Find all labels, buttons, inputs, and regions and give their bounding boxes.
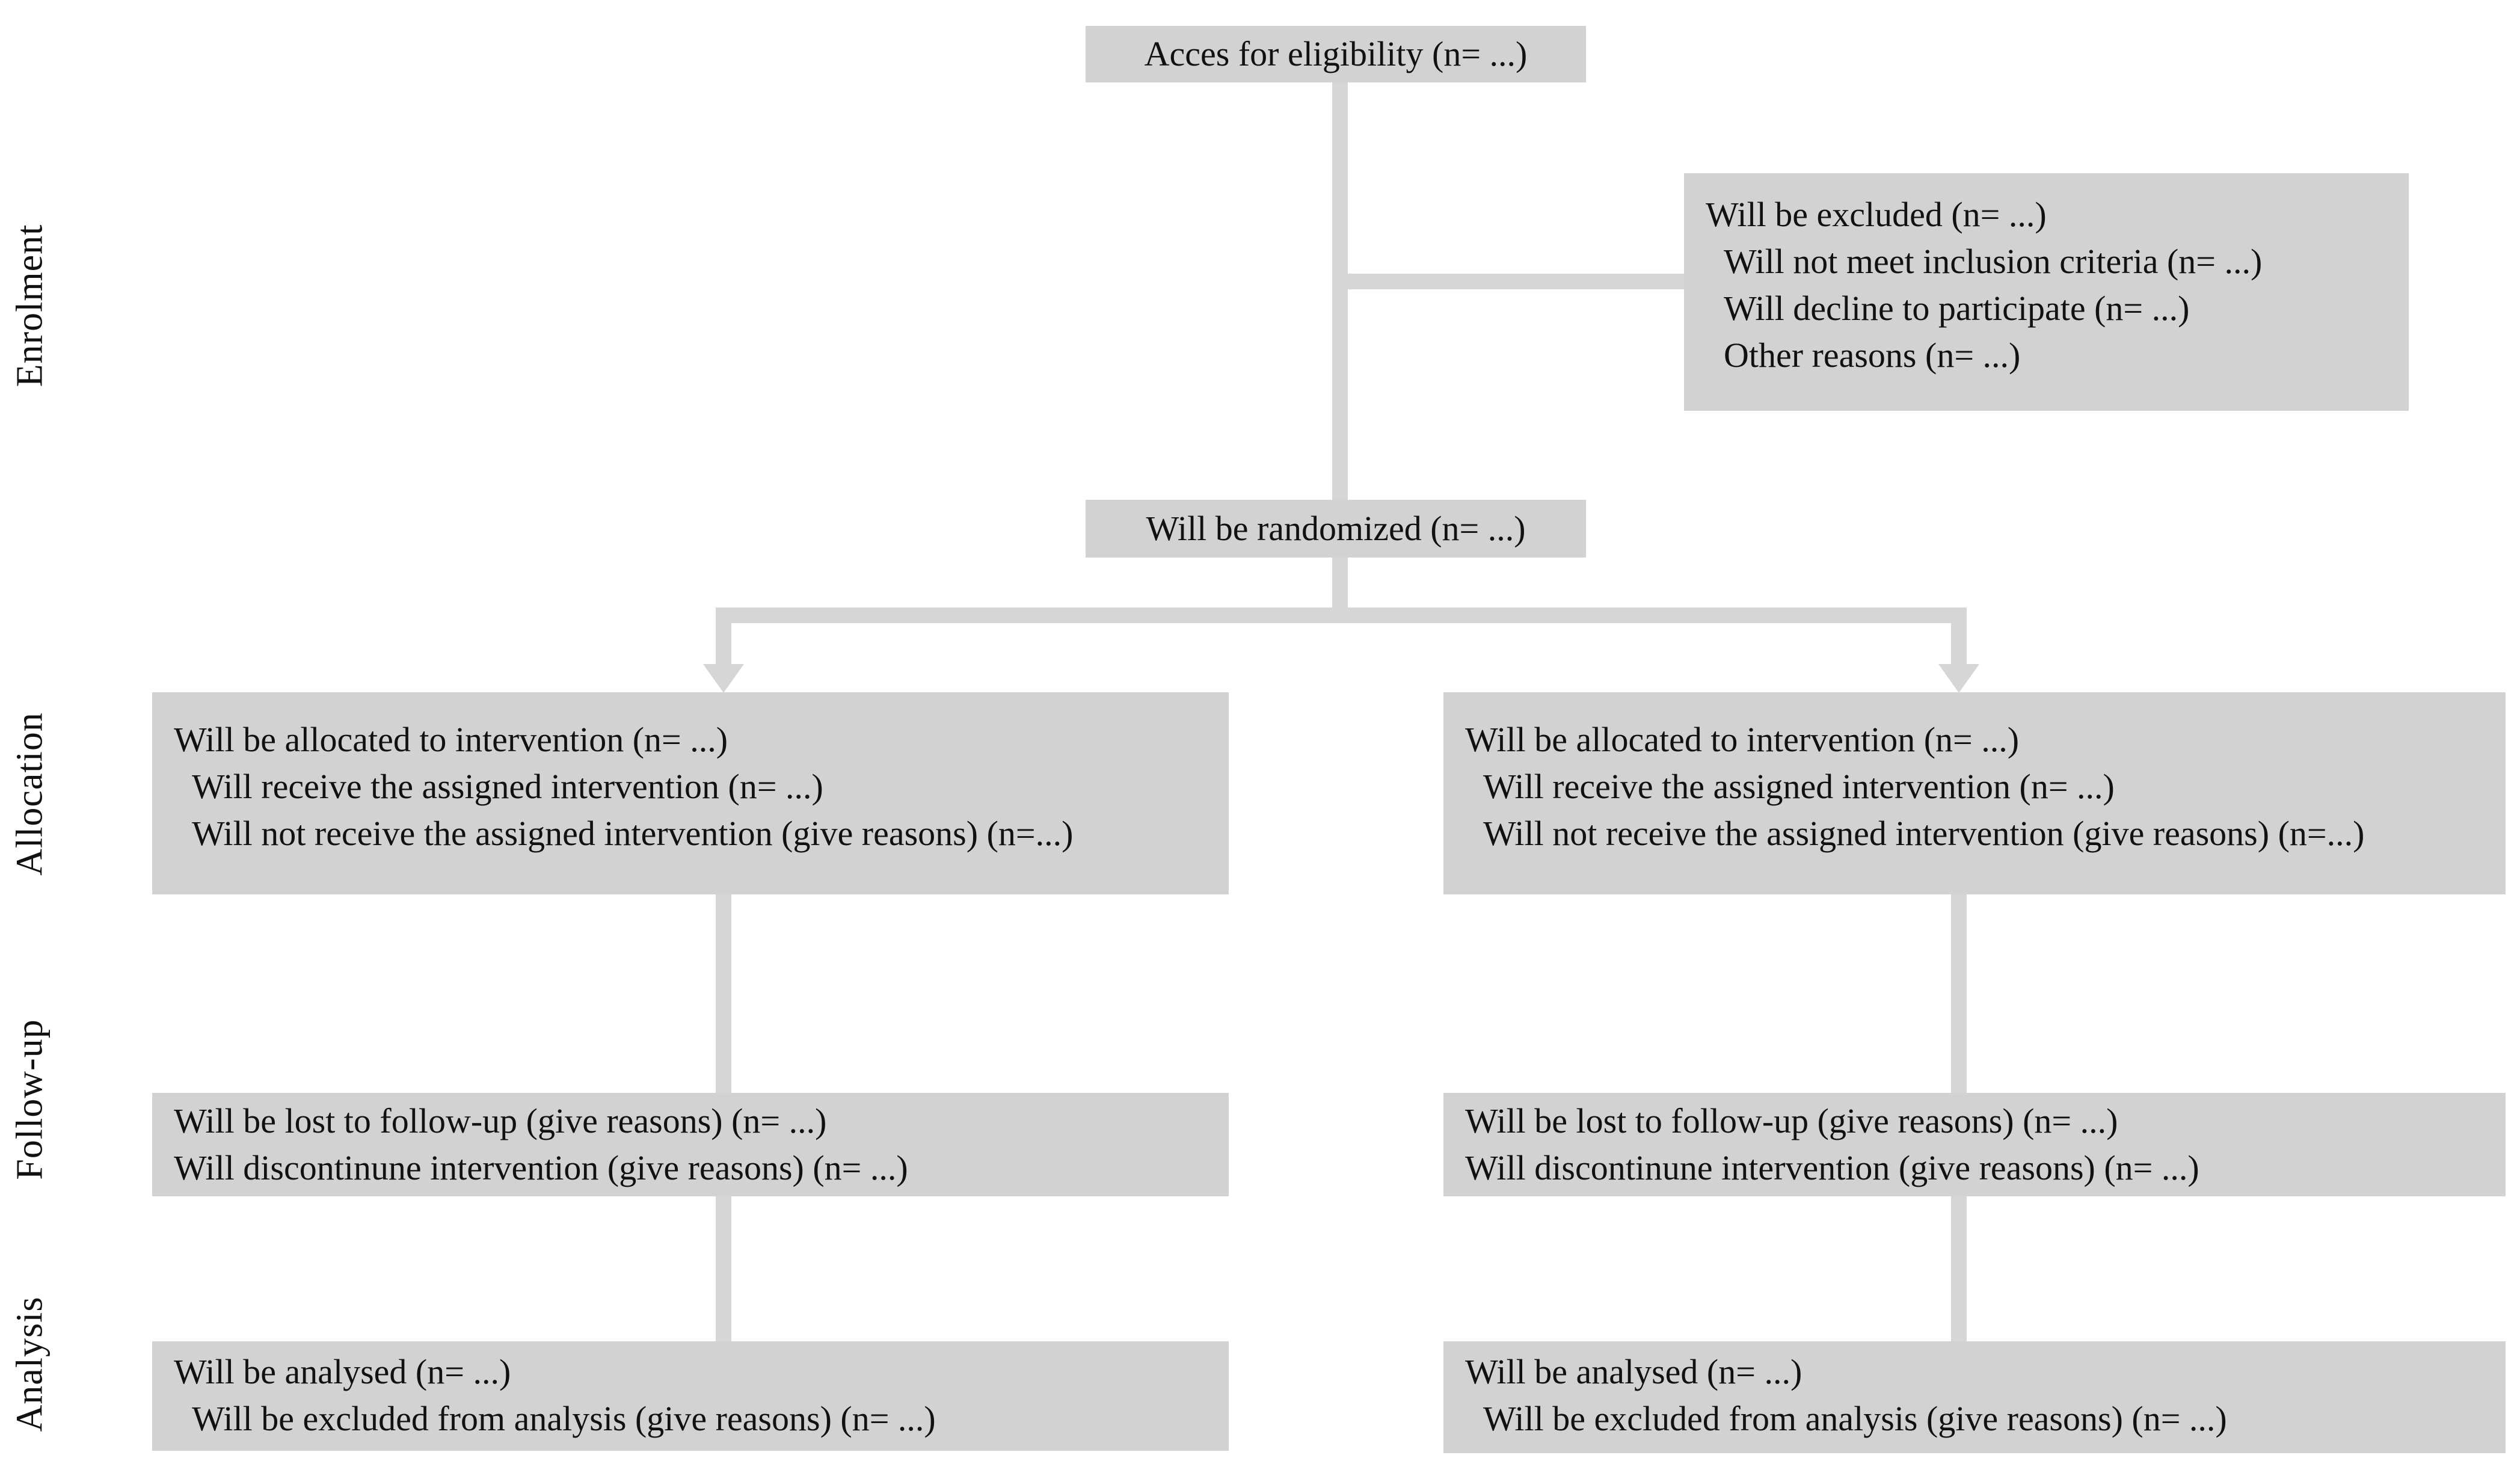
assess-eligibility-box: Acces for eligibility (n= ...) <box>1086 26 1586 82</box>
connector-followup-to-analysis-right <box>1951 1196 1967 1341</box>
allocation-left-line-2: Will receive the assigned intervention (… <box>192 767 823 806</box>
assess-eligibility-text: Acces for eligibility (n= ...) <box>1144 34 1528 73</box>
allocation-right-line-2: Will receive the assigned intervention (… <box>1483 767 2115 806</box>
analysis-left-line-2: Will be excluded from analysis (give rea… <box>192 1399 936 1438</box>
connector-followup-to-analysis-left <box>716 1196 731 1341</box>
followup-right-line-1: Will be lost to follow-up (give reasons)… <box>1465 1101 2118 1140</box>
connector-assess-to-randomized <box>1332 82 1348 500</box>
connector-allocation-to-followup-left <box>716 894 731 1093</box>
allocation-left-box: Will be allocated to intervention (n= ..… <box>152 692 1229 894</box>
analysis-right-box: Will be analysed (n= ...) Will be exclud… <box>1443 1341 2506 1453</box>
excluded-line-3: Will decline to participate (n= ...) <box>1724 289 2190 328</box>
connector-split-left-arm <box>716 607 731 668</box>
stage-label-enrolment: Enrolment <box>9 224 51 387</box>
stage-label-followup: Follow-up <box>9 1019 51 1180</box>
allocation-left-line-3: Will not receive the assigned interventi… <box>192 814 1074 853</box>
excluded-line-4: Other reasons (n= ...) <box>1724 336 2021 375</box>
analysis-right-line-1: Will be analysed (n= ...) <box>1465 1352 1802 1391</box>
allocation-right-box: Will be allocated to intervention (n= ..… <box>1443 692 2506 894</box>
allocation-right-line-1: Will be allocated to intervention (n= ..… <box>1465 720 2020 759</box>
connector-allocation-to-followup-right <box>1951 894 1967 1093</box>
arrowhead-right-icon <box>1938 664 1979 693</box>
allocation-right-line-3: Will not receive the assigned interventi… <box>1483 814 2365 853</box>
analysis-left-line-1: Will be analysed (n= ...) <box>174 1352 511 1391</box>
connector-split-horizontal <box>716 607 1967 623</box>
stage-label-analysis: Analysis <box>9 1296 51 1432</box>
excluded-line-2: Will not meet inclusion criteria (n= ...… <box>1724 242 2263 281</box>
excluded-box: Will be excluded (n= ...) Will not meet … <box>1684 173 2409 411</box>
followup-right-box: Will be lost to follow-up (give reasons)… <box>1443 1093 2506 1196</box>
stage-label-allocation: Allocation <box>9 712 51 876</box>
followup-left-line-1: Will be lost to follow-up (give reasons)… <box>174 1101 827 1140</box>
analysis-left-box: Will be analysed (n= ...) Will be exclud… <box>152 1341 1229 1451</box>
randomized-box: Will be randomized (n= ...) <box>1086 500 1586 558</box>
analysis-right-line-2: Will be excluded from analysis (give rea… <box>1483 1399 2227 1438</box>
arrowhead-left-icon <box>703 664 744 693</box>
allocation-left-line-1: Will be allocated to intervention (n= ..… <box>174 720 728 759</box>
excluded-line-1: Will be excluded (n= ...) <box>1706 195 2047 234</box>
followup-left-box: Will be lost to follow-up (give reasons)… <box>152 1093 1229 1196</box>
followup-right-line-2: Will discontinune intervention (give rea… <box>1465 1148 2199 1187</box>
connector-to-excluded <box>1340 274 1684 289</box>
randomized-text: Will be randomized (n= ...) <box>1146 509 1526 548</box>
connector-randomized-to-split <box>1332 558 1348 608</box>
connector-split-right-arm <box>1951 607 1967 668</box>
followup-left-line-2: Will discontinune intervention (give rea… <box>174 1148 908 1187</box>
